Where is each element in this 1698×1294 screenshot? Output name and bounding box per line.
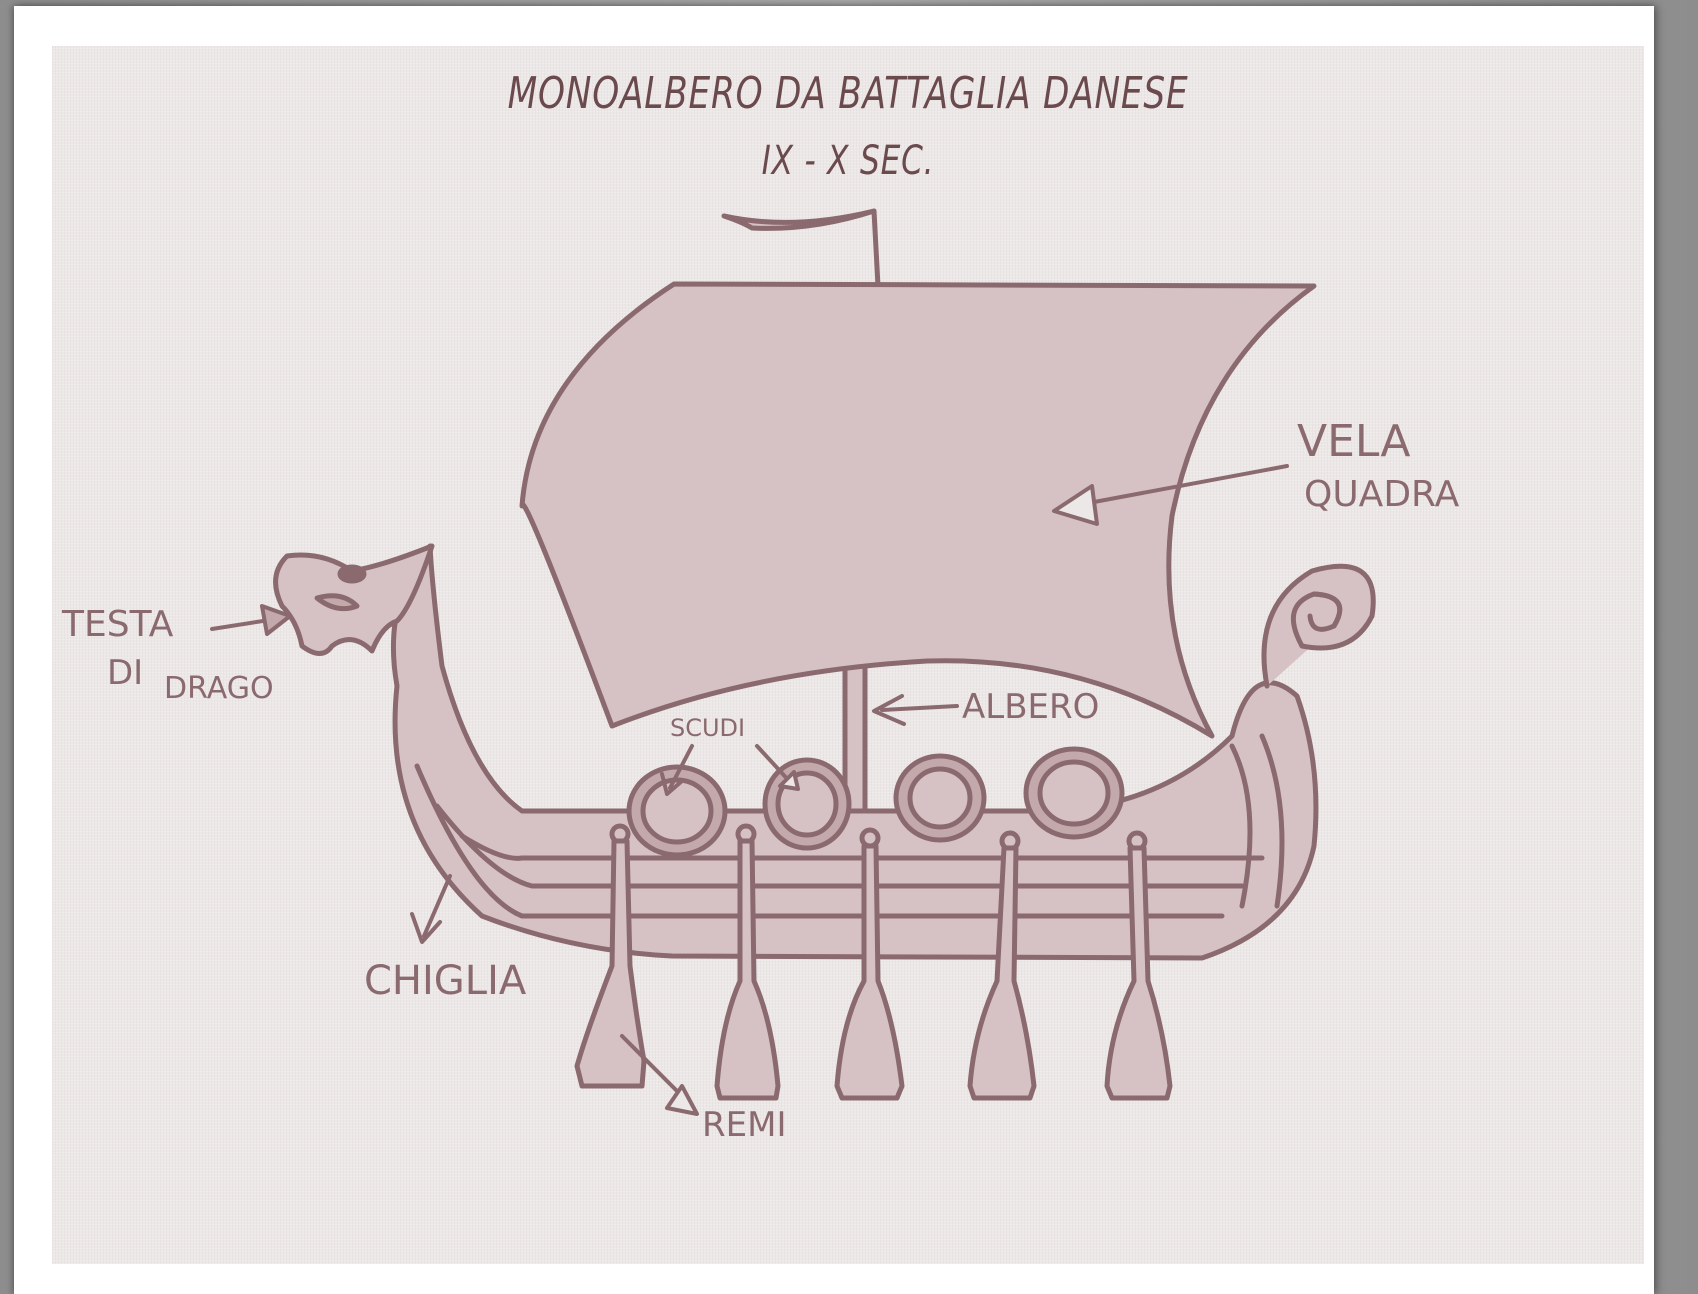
photo-frame: MONOALBERO DA BATTAGLIA DANESE IX - X SE…: [14, 6, 1654, 1294]
stern-spiral: [1264, 566, 1373, 686]
label-scudi: SCUDI: [670, 714, 745, 742]
label-drago: DRAGO: [164, 671, 274, 706]
label-chiglia: CHIGLIA: [364, 958, 527, 1004]
label-testa: TESTA: [61, 604, 174, 645]
flag: [724, 211, 878, 286]
sail: [522, 284, 1314, 736]
label-quadra: QUADRA: [1304, 474, 1460, 515]
dragon-eye: [340, 567, 364, 581]
label-remi: REMI: [702, 1105, 786, 1145]
drawing-canvas: MONOALBERO DA BATTAGLIA DANESE IX - X SE…: [52, 46, 1644, 1264]
viking-ship-drawing: VELA QUADRA TESTA DI DRAGO ALBERO SCUDI …: [52, 46, 1644, 1264]
label-di: DI: [107, 653, 143, 693]
label-vela: VELA: [1297, 416, 1411, 467]
label-albero: ALBERO: [962, 687, 1099, 727]
